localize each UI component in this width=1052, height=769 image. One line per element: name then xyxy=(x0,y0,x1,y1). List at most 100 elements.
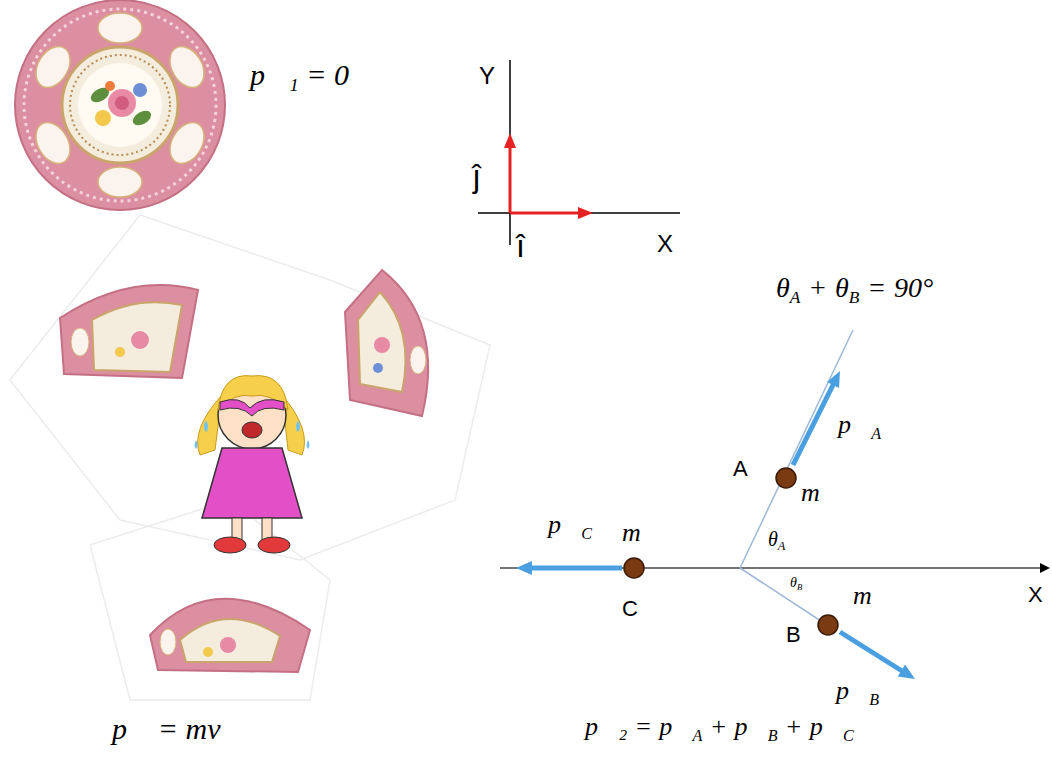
piece-rim xyxy=(150,599,310,672)
flower xyxy=(133,83,147,97)
momentum-label: p⃗₁ = 0 xyxy=(250,58,349,93)
plate-inner-ring xyxy=(62,47,178,163)
subscript: A xyxy=(871,425,881,442)
mouth xyxy=(242,422,262,438)
label-text: 90° xyxy=(894,272,933,303)
arrowhead xyxy=(827,371,840,388)
label-text: m xyxy=(622,518,641,547)
flower xyxy=(203,647,213,657)
dress xyxy=(202,448,302,518)
crying-girl xyxy=(195,376,310,553)
label-text: ĵ xyxy=(473,158,480,194)
rose xyxy=(374,337,390,353)
unit-vector-label: î xyxy=(516,228,525,265)
label-text: m xyxy=(801,478,820,507)
mass-dot xyxy=(624,558,644,578)
label-text: + xyxy=(785,712,803,741)
arrowhead xyxy=(898,665,915,679)
equation-label: θB xyxy=(790,575,802,592)
subscript: B xyxy=(849,288,860,307)
tear xyxy=(296,420,300,432)
label-text: p⃗ xyxy=(838,410,871,439)
label-text: A xyxy=(733,456,748,481)
rose xyxy=(131,331,149,349)
arms xyxy=(220,400,284,416)
cartouche xyxy=(98,13,142,43)
x-axis xyxy=(500,567,1042,569)
plate-cartouches xyxy=(29,13,211,197)
label-text: θ xyxy=(776,272,790,303)
equation-label: p⃗A xyxy=(838,410,881,443)
equation-label: θA+θB=90° xyxy=(776,272,933,308)
image-outline xyxy=(90,500,330,700)
label-text: p⃗ xyxy=(735,712,768,741)
mass-dot xyxy=(776,468,796,488)
label-text: p⃗ xyxy=(659,712,692,741)
direction-line xyxy=(740,330,853,568)
equation-label: C xyxy=(622,596,638,621)
momentum-vector xyxy=(840,632,902,671)
arrowhead xyxy=(578,207,593,219)
flower xyxy=(105,81,115,91)
unit-axes xyxy=(478,60,680,245)
piece-rim xyxy=(60,285,198,378)
cartouche xyxy=(160,629,176,655)
cartouche xyxy=(98,167,142,197)
label-text: Y xyxy=(479,62,495,89)
subscript: C xyxy=(843,727,854,744)
plate-rim xyxy=(15,0,225,210)
plate-centre xyxy=(78,63,162,147)
equation-label: A xyxy=(733,456,748,481)
label-text: + xyxy=(808,272,827,303)
axis-label: X xyxy=(657,230,673,258)
subscript: C xyxy=(581,525,592,542)
equation-label: m xyxy=(622,518,641,548)
tear xyxy=(307,440,310,449)
plate-border xyxy=(24,9,216,201)
label-text: p⃗ = mv⃗ xyxy=(112,712,244,745)
unit-vector-label: ĵ xyxy=(473,158,480,195)
rose xyxy=(115,96,129,110)
label-text: X xyxy=(657,230,673,257)
image-outline xyxy=(10,215,490,560)
arrowhead xyxy=(516,561,532,575)
label-text: X xyxy=(1028,582,1043,607)
subscript: A xyxy=(790,288,801,307)
label-text: î xyxy=(516,228,525,264)
arrowhead xyxy=(504,133,516,148)
direction-line xyxy=(740,568,830,627)
label-text: p⃗ xyxy=(810,712,843,741)
subscript: A xyxy=(693,727,703,744)
label-text: B xyxy=(786,622,801,647)
mass-dot xyxy=(818,615,838,635)
label-text: p⃗ xyxy=(548,510,581,539)
equation-label: m xyxy=(801,478,820,508)
rose xyxy=(108,89,136,117)
plate xyxy=(15,0,225,210)
rose xyxy=(220,637,236,653)
label-text: m xyxy=(853,581,872,610)
shoe xyxy=(214,537,246,553)
shoe xyxy=(258,537,290,553)
image-background xyxy=(10,215,490,700)
plate-piece xyxy=(345,270,428,416)
momentum-diagram xyxy=(500,330,1050,679)
equation-label: θA xyxy=(768,528,785,554)
cartouche xyxy=(410,346,426,374)
axis-label: Y xyxy=(479,62,495,90)
label-text: p⃗ xyxy=(836,676,869,705)
unit-vector-i xyxy=(510,212,580,215)
label-text: p⃗₁ = 0 xyxy=(250,58,349,91)
subscript: B xyxy=(768,727,778,744)
subscript: B xyxy=(869,691,879,708)
plate-piece xyxy=(150,599,310,672)
piece-centre xyxy=(358,292,406,392)
equation-label: B xyxy=(786,622,801,647)
momentum-vector xyxy=(793,383,834,465)
equation-label: p⃗C xyxy=(548,510,592,543)
label-text: θ xyxy=(835,272,849,303)
y-axis xyxy=(509,60,511,245)
flower xyxy=(373,363,383,373)
label-text: = xyxy=(867,272,886,303)
